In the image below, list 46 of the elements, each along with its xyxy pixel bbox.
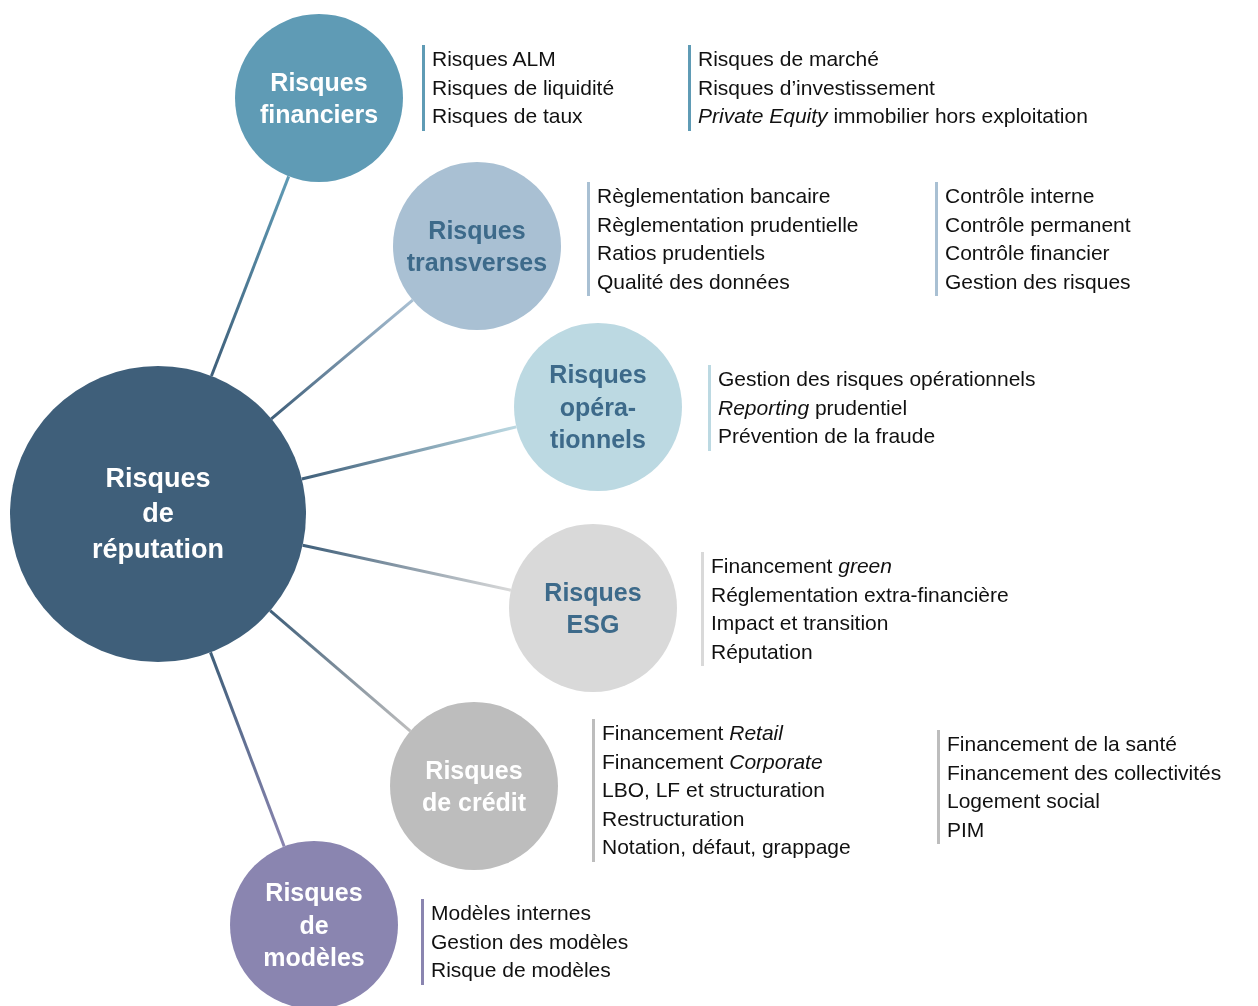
list-item: Gestion des risques opérationnels — [718, 366, 1036, 392]
circle-label: Risques opéra- tionnels — [549, 359, 647, 456]
list-item: Contrôle interne — [945, 183, 1095, 209]
list-item: Réglementation extra-financière — [711, 581, 1009, 608]
list-item: Gestion des modèles — [431, 928, 629, 955]
list-item: Risques d’investissement — [698, 74, 935, 101]
circle-label: Risques transverses — [406, 214, 548, 278]
list-item: Logement social — [947, 788, 1100, 815]
list-item: Risques de marché — [698, 46, 879, 72]
circle-label: Risques ESG — [544, 576, 642, 640]
list-item: Règlementation prudentielle — [597, 211, 859, 238]
list-item: Risques de liquidité — [432, 74, 615, 101]
connector-line — [302, 543, 512, 592]
list-item: Risques de taux — [432, 103, 583, 130]
list-item: Private Equity immobilier hors exploitation — [698, 103, 1088, 130]
list-item: Réputation — [711, 638, 813, 665]
list-item: Impact et transition — [711, 610, 889, 637]
list-item: LBO, LF et structuration — [602, 777, 825, 804]
list-item: Financement green — [711, 553, 892, 579]
circle-label: Risques de modèles — [263, 877, 365, 974]
list-item: Financement de la santé — [947, 731, 1177, 757]
connector-line — [209, 651, 286, 847]
list-item: Restructuration — [602, 805, 745, 832]
list-item: Ratios prudentiels — [597, 240, 766, 267]
connector-line — [269, 609, 412, 733]
circle-label: Risques de réputation — [92, 462, 224, 566]
circle-label: Risques de crédit — [420, 754, 528, 818]
list-item: Financement des collectivités — [947, 759, 1222, 786]
connector-line — [270, 298, 414, 420]
connector-line — [301, 425, 517, 481]
list-item: Risques ALM — [432, 46, 556, 72]
list-item: Qualité des données — [597, 268, 790, 295]
list-item: PIM — [947, 816, 985, 843]
list-item: Prévention de la fraude — [718, 423, 936, 450]
list-item: Modèles internes — [431, 900, 591, 926]
list-item: Contrôle permanent — [945, 211, 1131, 238]
list-item: Contrôle financier — [945, 240, 1110, 267]
list-item: Notation, défaut, grappage — [602, 834, 851, 861]
list-item: Reporting prudentiel — [718, 394, 908, 421]
list-item: Financement Retail — [602, 720, 783, 746]
list-item: Risque de modèles — [431, 957, 611, 984]
connector-line — [210, 175, 291, 377]
list-item: Financement Corporate — [602, 748, 823, 775]
list-item: Règlementation bancaire — [597, 183, 831, 209]
list-item: Gestion des risques — [945, 268, 1131, 295]
circle-label: Risques financiers — [259, 66, 379, 130]
